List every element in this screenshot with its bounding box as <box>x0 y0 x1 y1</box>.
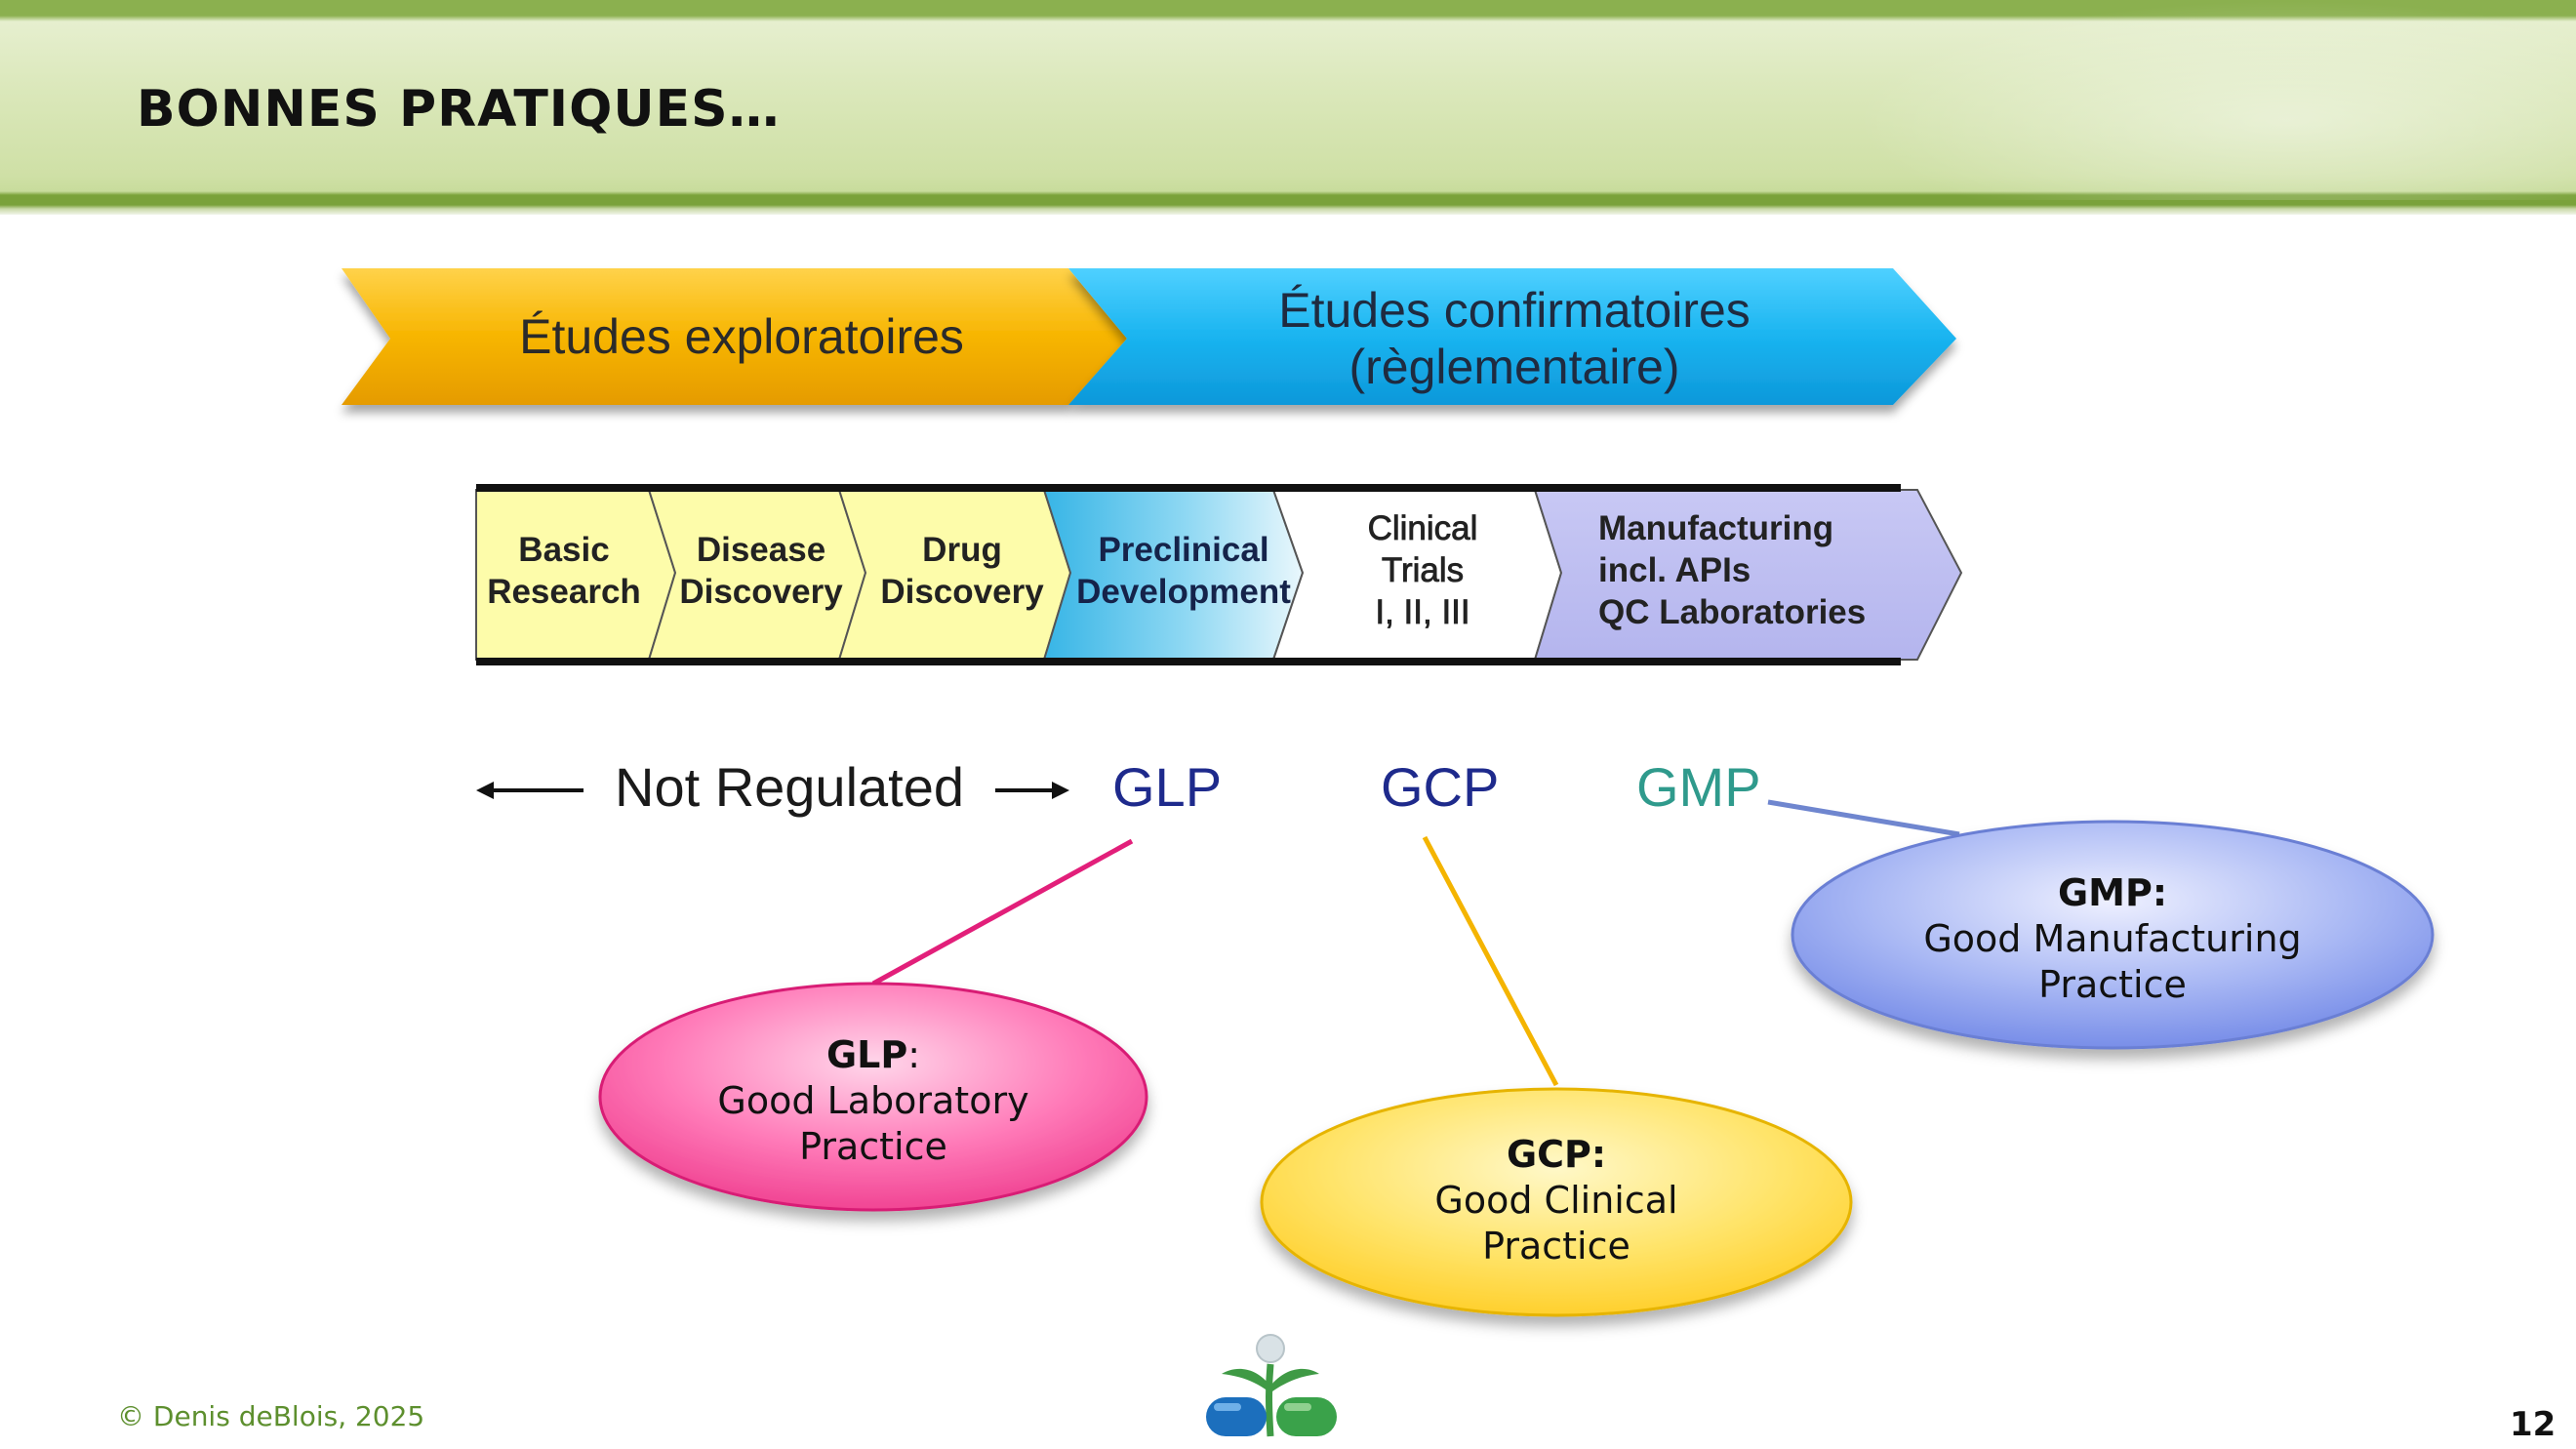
glp-bubble-text: GLP: Good Laboratory Practice <box>639 1032 1107 1170</box>
gcp-bubble-text: GCP: Good Clinical Practice <box>1322 1132 1791 1269</box>
glp-bubble-line1: Good Laboratory <box>639 1078 1107 1124</box>
page-number: 12 <box>2510 1405 2556 1444</box>
footer-copyright: © Denis deBlois, 2025 <box>117 1400 424 1432</box>
glp-bubble-line2: Practice <box>639 1124 1107 1170</box>
glp-connector-line <box>873 841 1132 984</box>
gmp-bubble-line1: Good Manufacturing <box>1854 916 2371 962</box>
gcp-connector-line <box>1425 837 1556 1085</box>
gcp-bubble-abbr: GCP: <box>1507 1133 1606 1176</box>
glp-bubble-abbr: GLP <box>826 1033 907 1076</box>
gmp-bubble-line2: Practice <box>1854 962 2371 1008</box>
capsule-logo-icon <box>1200 1327 1347 1444</box>
gcp-bubble-line2: Practice <box>1322 1224 1791 1269</box>
gmp-connector-line <box>1768 802 1959 834</box>
gcp-bubble-line1: Good Clinical <box>1322 1178 1791 1224</box>
gmp-bubble-text: GMP: Good Manufacturing Practice <box>1854 870 2371 1008</box>
gmp-bubble-abbr: GMP: <box>2058 871 2167 914</box>
